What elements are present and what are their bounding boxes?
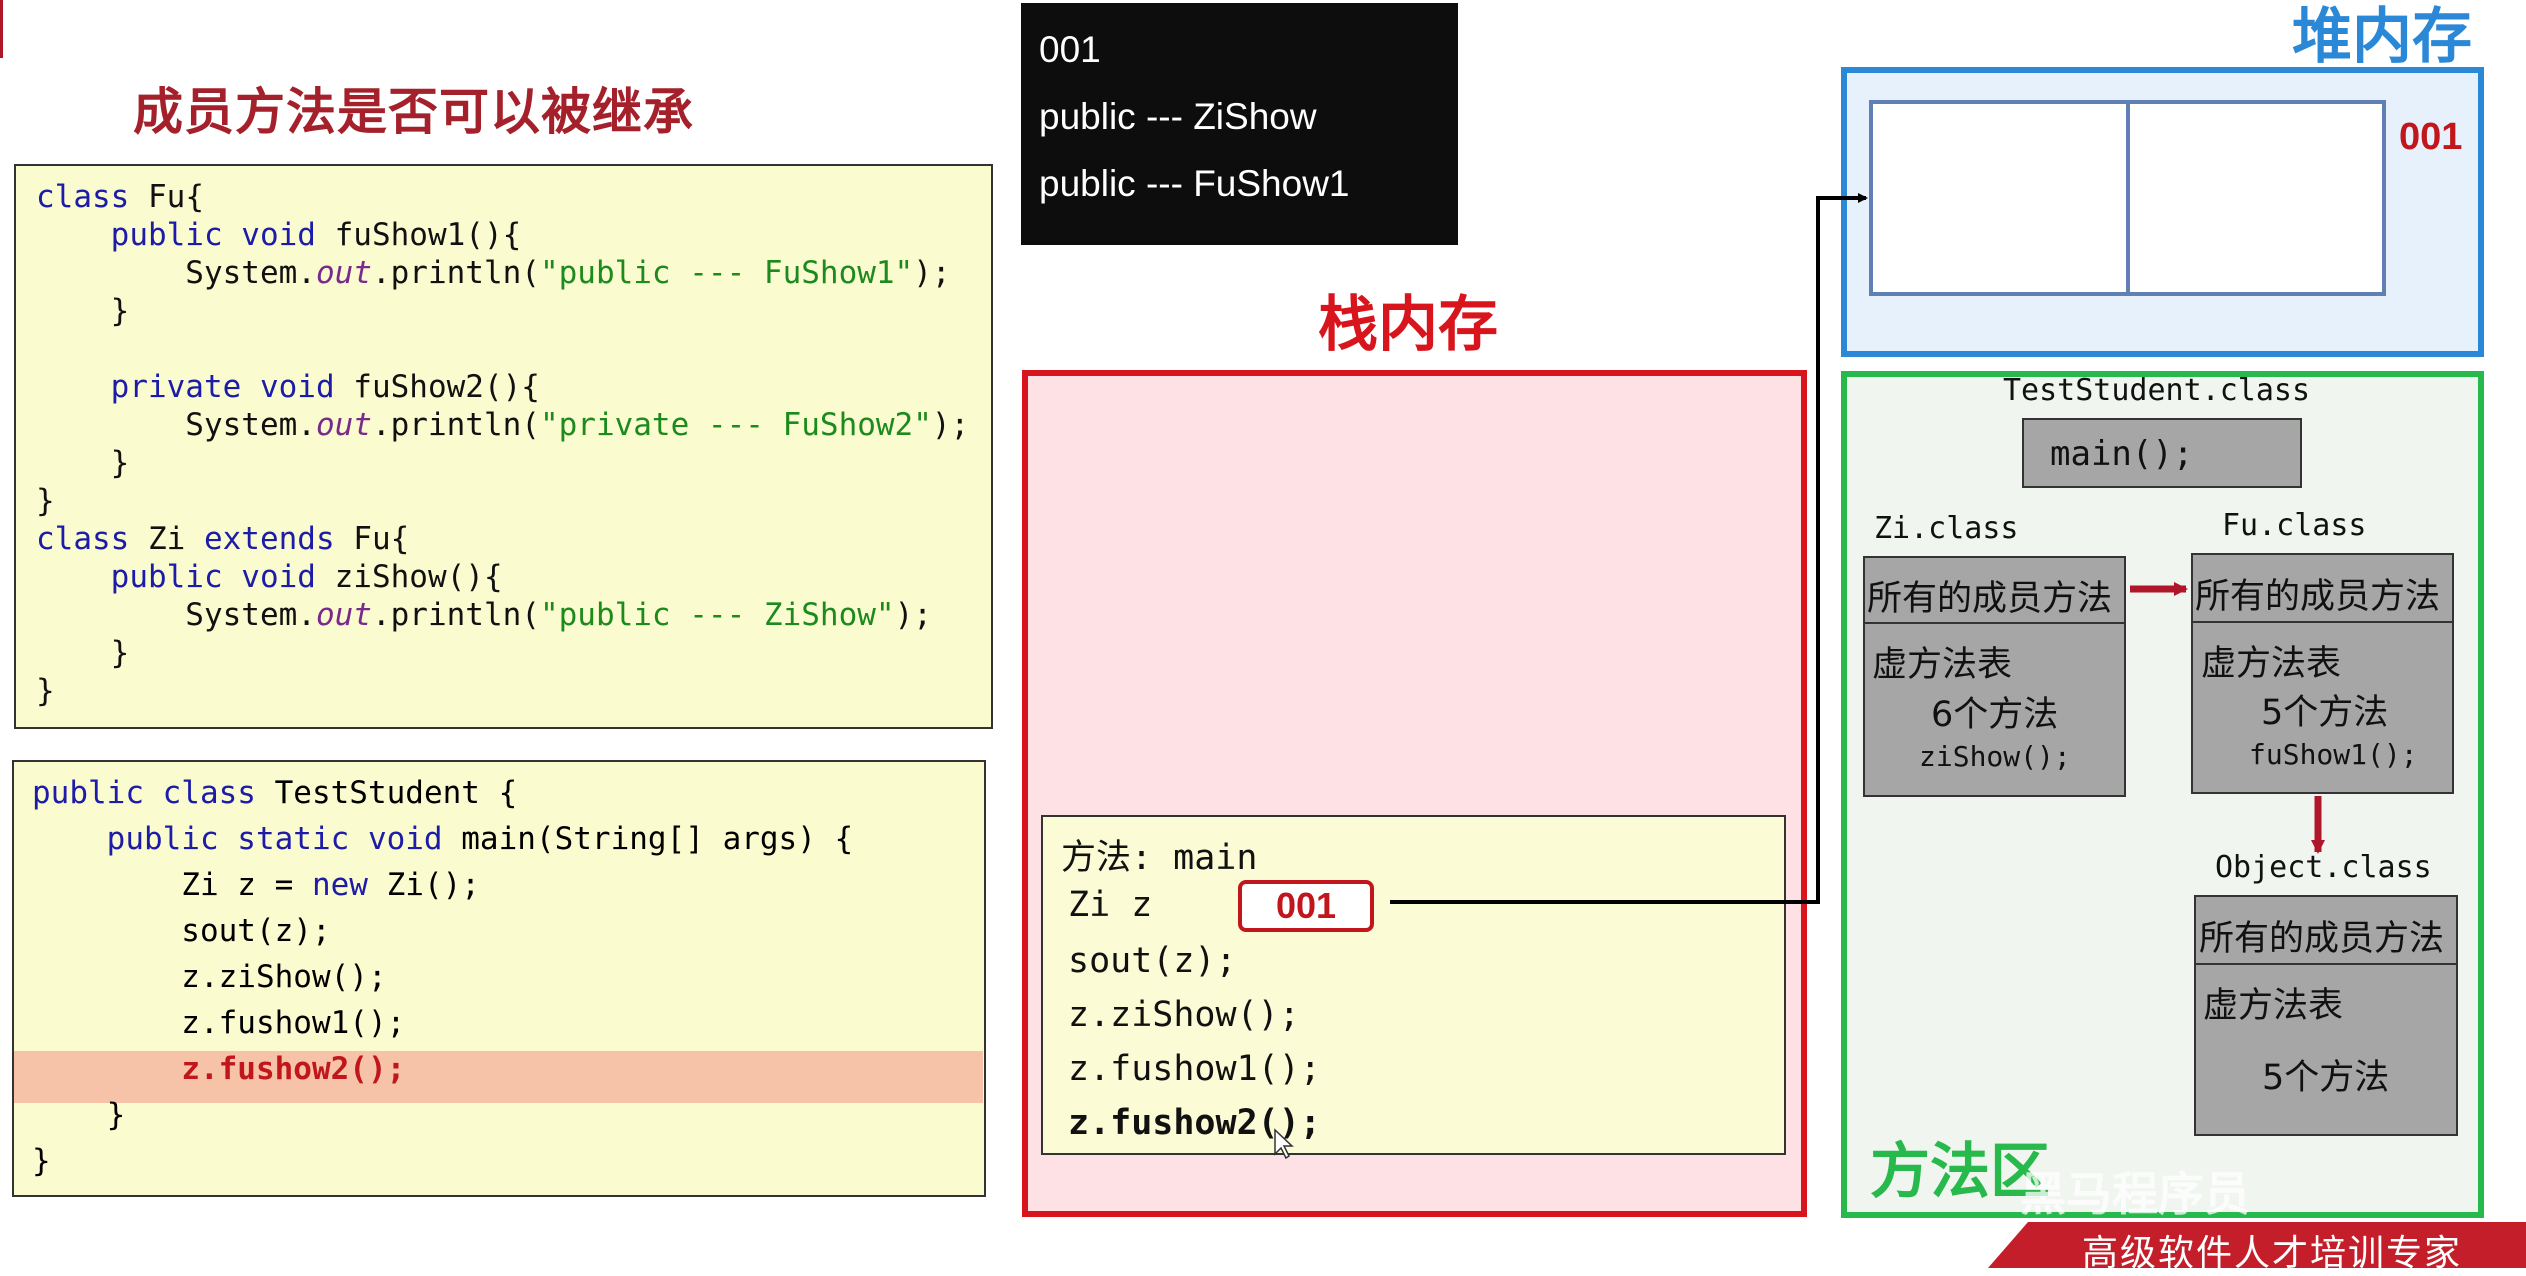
zi-all-methods: 所有的成员方法 bbox=[1867, 579, 2113, 619]
slide-title: 成员方法是否可以被继承 bbox=[133, 83, 694, 141]
code-line: class Fu{ bbox=[36, 179, 204, 215]
code-line: } bbox=[36, 673, 55, 709]
reference-arrow bbox=[1390, 193, 1868, 904]
code-line: z.fushow1(); bbox=[32, 1005, 406, 1041]
method-area-label: 方法区 bbox=[1870, 1137, 2050, 1207]
main-method-box: main(); bbox=[2022, 418, 2302, 488]
frame-method: 方法: main bbox=[1061, 838, 1258, 878]
console-output: 001 public --- ZiShow public --- FuShow1 bbox=[1021, 3, 1458, 245]
object-vtable-label: 虚方法表 bbox=[2203, 986, 2344, 1026]
zi-vtable-label: 虚方法表 bbox=[1872, 645, 2013, 685]
frame-line: z.ziShow(); bbox=[1068, 995, 1300, 1035]
fu-all-methods: 所有的成员方法 bbox=[2195, 577, 2441, 617]
code-line: System.out.println("public --- ZiShow"); bbox=[36, 597, 932, 633]
heap-memory-label: 堆内存 bbox=[2292, 2, 2472, 72]
code-line: } bbox=[32, 1143, 51, 1179]
code-line: public void ziShow(){ bbox=[110, 559, 503, 595]
fu-vtable-label: 虚方法表 bbox=[2201, 644, 2342, 684]
console-line: public --- ZiShow bbox=[1039, 96, 1317, 137]
code-line: z.fushow2(); bbox=[181, 1051, 406, 1087]
heap-object-right bbox=[2126, 100, 2386, 296]
code-line: public static void main(String[] args) { bbox=[106, 821, 854, 857]
object-all-methods-box: 所有的成员方法 bbox=[2194, 895, 2458, 965]
banner-text: 高级软件人才培训专家 bbox=[2082, 1233, 2463, 1274]
stack-address-box: 001 bbox=[1238, 880, 1374, 932]
code-line: System.out.println("private --- FuShow2"… bbox=[36, 407, 970, 443]
code-line: sout(z); bbox=[32, 913, 331, 949]
zi-method: ziShow(); bbox=[1919, 740, 2071, 773]
fu-vtable-box: 虚方法表 5个方法 fuShow1(); bbox=[2191, 621, 2454, 794]
fu-class-label: Fu.class bbox=[2222, 508, 2367, 543]
frame-line: sout(z); bbox=[1068, 941, 1237, 981]
mouse-cursor-icon bbox=[1274, 1128, 1294, 1160]
frame-var: Zi z bbox=[1068, 885, 1153, 925]
code-line: public class TestStudent { bbox=[32, 775, 518, 811]
console-line: public --- FuShow1 bbox=[1039, 163, 1350, 204]
code-line: private void fuShow2(){ bbox=[110, 369, 540, 405]
highlighted-line bbox=[14, 1051, 983, 1103]
object-vtable-box: 虚方法表 5个方法 bbox=[2194, 963, 2458, 1136]
code-line: Zi z = new Zi(); bbox=[32, 867, 480, 903]
fu-method: fuShow1(); bbox=[2249, 738, 2418, 771]
object-class-label: Object.class bbox=[2215, 850, 2432, 885]
code-block-classes: class Fu{ public void fuShow1(){ System.… bbox=[14, 164, 993, 729]
code-line: class Zi extends Fu{ bbox=[36, 521, 410, 557]
corner-marker bbox=[0, 0, 3, 58]
zi-method-count: 6个方法 bbox=[1931, 695, 2059, 735]
code-line: public void fuShow1(){ bbox=[110, 217, 522, 253]
heap-address: 001 bbox=[2399, 116, 2463, 158]
object-method-count: 5个方法 bbox=[2262, 1058, 2390, 1098]
frame-line: z.fushow1(); bbox=[1068, 1049, 1321, 1089]
zi-class-label: Zi.class bbox=[1874, 511, 2019, 546]
stack-memory-label: 栈内存 bbox=[1318, 290, 1498, 360]
code-line: } bbox=[36, 483, 55, 519]
code-block-main-text: public class TestStudent { public static… bbox=[12, 760, 986, 1197]
code-line: z.ziShow(); bbox=[32, 959, 387, 995]
code-line: } bbox=[36, 445, 130, 481]
code-line: } bbox=[36, 635, 130, 671]
console-line: 001 bbox=[1039, 29, 1101, 70]
fu-all-methods-box: 所有的成员方法 bbox=[2191, 553, 2454, 623]
code-line: } bbox=[36, 293, 130, 329]
test-class-label: TestStudent.class bbox=[2003, 373, 2311, 408]
object-all-methods: 所有的成员方法 bbox=[2199, 919, 2445, 959]
fu-method-count: 5个方法 bbox=[2261, 693, 2389, 733]
code-line: System.out.println("public --- FuShow1")… bbox=[36, 255, 951, 291]
code-block-main bbox=[12, 760, 986, 1197]
main-stack-frame: 方法: main Zi z sout(z); z.ziShow(); z.fus… bbox=[1041, 815, 1786, 1155]
code-line: } bbox=[32, 1097, 126, 1133]
zi-vtable-box: 虚方法表 6个方法 ziShow(); bbox=[1863, 622, 2126, 797]
main-method-label: main(); bbox=[2050, 434, 2194, 474]
heap-object-left bbox=[1869, 100, 2130, 296]
bottom-banner: 高级软件人才培训专家 bbox=[1988, 1222, 2526, 1268]
watermark: 黑马程序员 bbox=[2020, 1167, 2250, 1221]
